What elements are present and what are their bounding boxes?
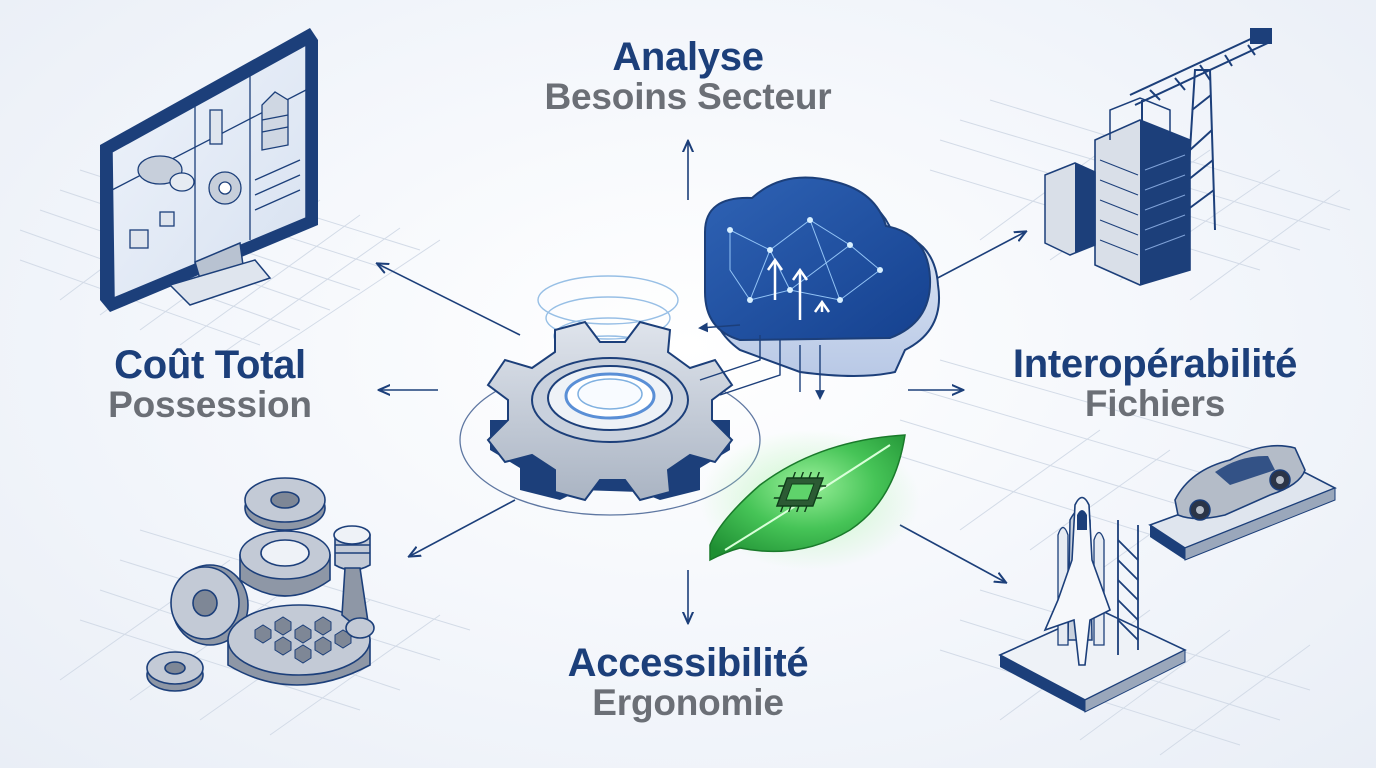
- arrow-to-bottom-right: [899, 524, 1005, 582]
- label-analyse-title: Analyse: [612, 35, 764, 79]
- central-gear-icon: [486, 275, 734, 502]
- label-analyse: Analyse Besoins Secteur: [488, 36, 888, 117]
- label-interoperabilite-title: Interopérabilité: [1012, 342, 1298, 386]
- connector-arrows: [378, 142, 1025, 622]
- construction-building-crane-icon: [1044, 28, 1272, 286]
- cad-monitor-icon: [100, 28, 318, 312]
- cloud-network-icon: [698, 176, 940, 400]
- arrow-to-right-upper: [929, 232, 1025, 283]
- sports-car-conveyor-icon: [1148, 444, 1337, 561]
- eco-leaf-chip-icon: [700, 430, 920, 570]
- arrow-to-bottom-left: [410, 499, 516, 556]
- label-analyse-subtitle: Besoins Secteur: [544, 76, 832, 117]
- label-cout-total-subtitle: Possession: [108, 384, 312, 425]
- label-accessibilite-subtitle: Ergonomie: [592, 682, 784, 723]
- arrow-to-left-upper: [378, 264, 521, 336]
- label-accessibilite: Accessibilité Ergonomie: [488, 642, 888, 723]
- label-accessibilite-title: Accessibilité: [567, 641, 809, 685]
- mechanical-parts-gears-piston-icon: [146, 477, 375, 692]
- label-cout-total: Coût Total Possession: [40, 344, 380, 425]
- label-cout-total-title: Coût Total: [114, 343, 306, 387]
- label-interoperabilite-subtitle: Fichiers: [1084, 383, 1226, 424]
- space-shuttle-launchpad-icon: [998, 496, 1187, 713]
- label-interoperabilite: Interopérabilité Fichiers: [950, 343, 1360, 424]
